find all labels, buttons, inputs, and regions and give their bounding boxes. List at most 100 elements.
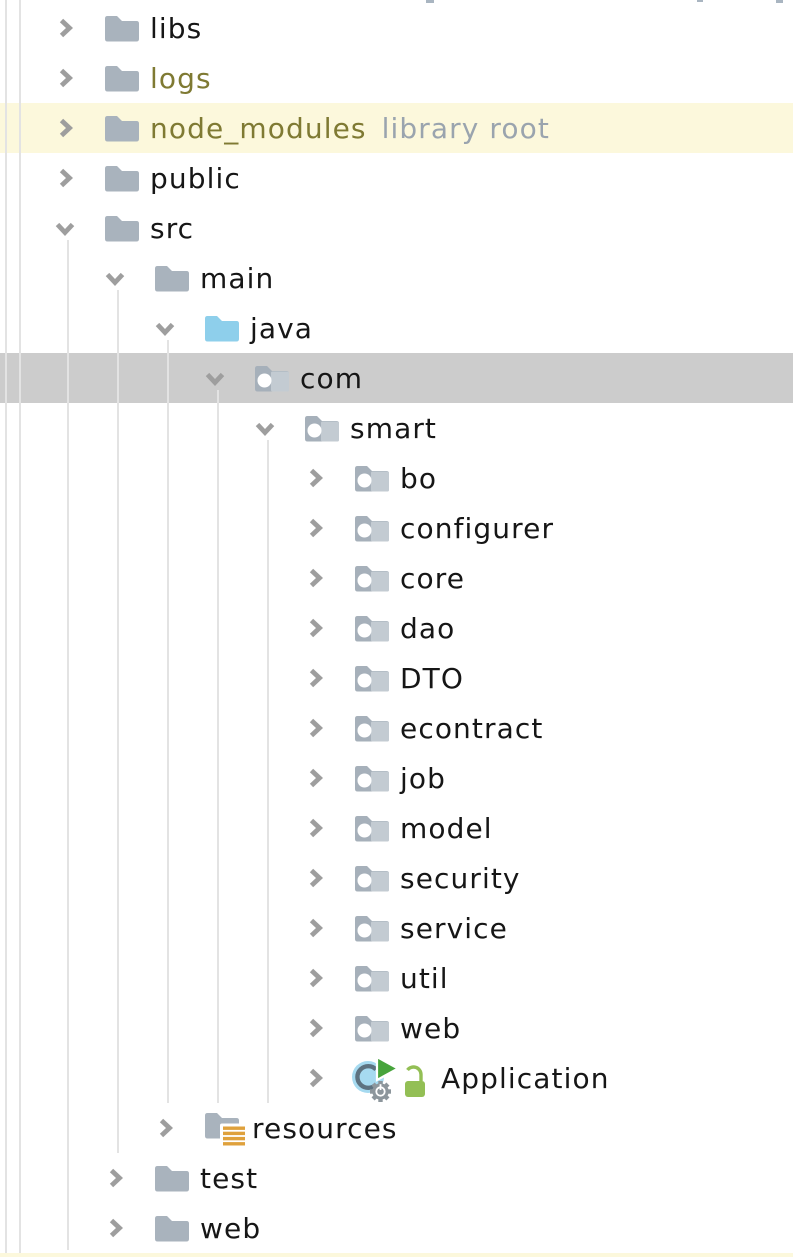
tree-row-econtract[interactable]: econtract	[0, 703, 793, 753]
tree-row-test[interactable]: test	[0, 1153, 793, 1203]
tree-row-configurer[interactable]: configurer	[0, 503, 793, 553]
chevron-right-icon[interactable]	[303, 916, 327, 940]
tree-row-src[interactable]: src	[0, 203, 793, 253]
chevron-right-icon[interactable]	[53, 66, 77, 90]
indent-guide	[267, 440, 269, 1103]
chevron-right-icon[interactable]	[303, 866, 327, 890]
chevron-right-icon[interactable]	[303, 516, 327, 540]
package-icon	[353, 511, 391, 545]
folder-icon	[103, 11, 141, 45]
tree-item-label[interactable]: web	[400, 1011, 462, 1045]
indent-guide	[5, 0, 7, 1257]
tree-item-label[interactable]: job	[400, 761, 446, 795]
tree-item-label[interactable]: java	[250, 311, 314, 345]
tree-item-label[interactable]: security	[400, 861, 521, 895]
package-icon	[253, 361, 291, 395]
tree-row-smart[interactable]: smart	[0, 403, 793, 453]
folder-icon	[153, 1161, 191, 1195]
indent-guide	[167, 340, 169, 1103]
chevron-right-icon[interactable]	[53, 16, 77, 40]
tree-item-label[interactable]: libs	[150, 11, 203, 45]
chevron-right-icon[interactable]	[303, 566, 327, 590]
chevron-right-icon[interactable]	[303, 666, 327, 690]
indent-guide	[217, 390, 219, 1103]
tree-row-util[interactable]: util	[0, 953, 793, 1003]
chevron-right-icon[interactable]	[303, 1016, 327, 1040]
chevron-right-icon[interactable]	[153, 1116, 177, 1140]
chevron-down-icon[interactable]	[203, 366, 227, 390]
tree-item-label[interactable]: web	[200, 1211, 262, 1245]
indent-guide	[19, 0, 21, 1257]
package-icon	[353, 1011, 391, 1045]
folder-icon	[103, 161, 141, 195]
package-icon	[353, 961, 391, 995]
chevron-right-icon[interactable]	[303, 616, 327, 640]
package-icon	[303, 411, 341, 445]
folder-icon	[153, 261, 191, 295]
tree-item-label[interactable]: util	[400, 961, 449, 995]
clipped-highlighted-row	[0, 1253, 793, 1257]
folder-icon	[153, 1211, 191, 1245]
package-icon	[353, 561, 391, 595]
indent-guide	[117, 290, 119, 1153]
chevron-down-icon[interactable]	[153, 316, 177, 340]
tree-item-label[interactable]: test	[200, 1161, 259, 1195]
chevron-down-icon[interactable]	[253, 416, 277, 440]
chevron-right-icon[interactable]	[303, 966, 327, 990]
tree-item-label[interactable]: smart	[350, 411, 438, 445]
tree-item-label[interactable]: public	[150, 161, 241, 195]
tree-row-com[interactable]: com	[0, 353, 793, 403]
chevron-right-icon[interactable]	[103, 1216, 127, 1240]
tree-row-web[interactable]: web	[0, 1203, 793, 1253]
tree-item-label[interactable]: main	[200, 261, 275, 295]
tree-item-label[interactable]: service	[400, 911, 508, 945]
package-icon	[353, 661, 391, 695]
chevron-down-icon[interactable]	[53, 216, 77, 240]
chevron-right-icon[interactable]	[303, 766, 327, 790]
chevron-right-icon[interactable]	[303, 466, 327, 490]
tree-row-bo[interactable]: bo	[0, 453, 793, 503]
tree-item-label[interactable]: resources	[252, 1111, 398, 1145]
tree-item-label[interactable]: configurer	[400, 511, 555, 545]
indent-guide	[67, 240, 69, 1250]
package-icon	[353, 711, 391, 745]
tree-row-main[interactable]: main	[0, 253, 793, 303]
package-icon	[353, 611, 391, 645]
chevron-down-icon[interactable]	[103, 266, 127, 290]
package-icon	[353, 761, 391, 795]
tree-row-dto[interactable]: DTO	[0, 653, 793, 703]
tree-item-label[interactable]: bo	[400, 461, 438, 495]
tree-row-logs[interactable]: logs	[0, 53, 793, 103]
tree-row-security[interactable]: security	[0, 853, 793, 903]
tree-row-java[interactable]: java	[0, 303, 793, 353]
chevron-right-icon[interactable]	[303, 816, 327, 840]
tree-row-job[interactable]: job	[0, 753, 793, 803]
chevron-right-icon[interactable]	[303, 1066, 327, 1090]
tree-item-label[interactable]: econtract	[400, 711, 544, 745]
tree-item-label[interactable]: model	[400, 811, 493, 845]
chevron-right-icon[interactable]	[303, 716, 327, 740]
tree-item-label[interactable]: dao	[400, 611, 456, 645]
tree-row-resources[interactable]: resources	[0, 1103, 793, 1153]
tree-item-label[interactable]: core	[400, 561, 466, 595]
chevron-right-icon[interactable]	[53, 116, 77, 140]
tree-item-label[interactable]: logs	[150, 61, 212, 95]
tree-item-label[interactable]: node_modules	[150, 111, 367, 145]
tree-item-label[interactable]: com	[300, 361, 364, 395]
tree-row-libs[interactable]: libs	[0, 3, 793, 53]
tree-row-service[interactable]: service	[0, 903, 793, 953]
tree-row-core[interactable]: core	[0, 553, 793, 603]
tree-item-label[interactable]: Application	[441, 1061, 610, 1095]
tree-row-dao[interactable]: dao	[0, 603, 793, 653]
tree-row-public[interactable]: public	[0, 153, 793, 203]
tree-row-web[interactable]: web	[0, 1003, 793, 1053]
tree-item-label[interactable]: DTO	[400, 661, 465, 695]
chevron-right-icon[interactable]	[103, 1166, 127, 1190]
package-icon	[353, 911, 391, 945]
chevron-right-icon[interactable]	[53, 166, 77, 190]
tree-row-application[interactable]: Application	[0, 1053, 793, 1103]
folder-icon	[103, 211, 141, 245]
tree-item-label[interactable]: src	[150, 211, 195, 245]
tree-row-model[interactable]: model	[0, 803, 793, 853]
